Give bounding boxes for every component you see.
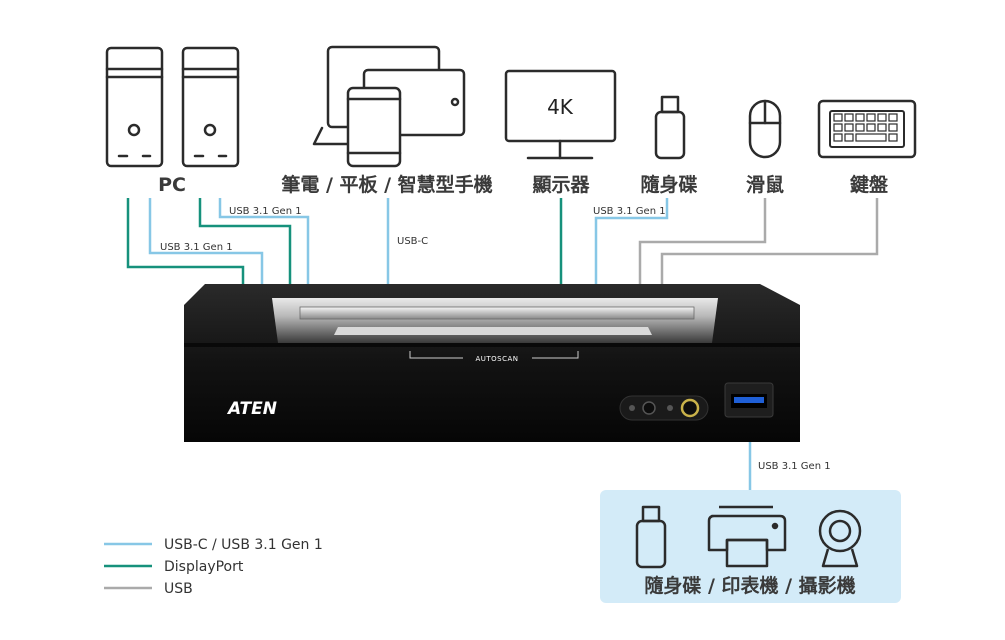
cable-mouse-usb — [638, 198, 767, 285]
device-label-flash: 隨身碟 — [640, 173, 697, 196]
autoscan-button[interactable]: AUTOSCAN — [409, 351, 579, 363]
autoscan-label: AUTOSCAN — [475, 355, 518, 363]
legend-label: USB — [164, 581, 193, 597]
usb-flash-drive-icon — [654, 95, 686, 160]
cable-pc1-usb — [148, 198, 264, 285]
printer-icon — [707, 505, 787, 568]
desktop-tower-icon — [181, 46, 240, 168]
cable-pc1-displayport — [126, 198, 245, 285]
device-label-keyboard: 鍵盤 — [850, 173, 889, 196]
audio-jacks[interactable] — [619, 395, 709, 421]
cable-label-pc1-usb: USB 3.1 Gen 1 — [160, 242, 233, 253]
monitor-screen-text: 4K — [547, 95, 574, 119]
smartphone-icon — [346, 86, 402, 168]
monitor-icon — [504, 69, 617, 160]
mouse-icon — [748, 99, 782, 159]
legend: USB-C / USB 3.1 Gen 1 DisplayPort USB — [104, 537, 323, 597]
keyboard-icon — [817, 99, 917, 159]
legend-item-displayport: DisplayPort — [104, 559, 244, 575]
legend-item-usb-c: USB-C / USB 3.1 Gen 1 — [104, 537, 323, 553]
keyboard-keys — [833, 113, 898, 142]
legend-item-usb: USB — [104, 581, 193, 597]
cable-lines — [126, 198, 879, 492]
kvm-switch-unit: AUTOSCAN ATEN — [184, 284, 800, 442]
legend-label: DisplayPort — [164, 559, 244, 575]
device-label-pc: PC — [158, 174, 186, 196]
cable-label-flash: USB 3.1 Gen 1 — [593, 206, 666, 217]
device-label-monitor: 顯示器 — [532, 174, 590, 196]
peripherals-label: 隨身碟 / 印表機 / 攝影機 — [644, 574, 855, 597]
cable-pc2-displayport — [198, 198, 292, 285]
usb-flash-drive-icon — [635, 505, 667, 569]
webcam-icon — [818, 509, 862, 568]
desktop-tower-icon — [105, 46, 164, 168]
brand-logo: ATEN — [226, 399, 277, 419]
peripherals-panel: 隨身碟 / 印表機 / 攝影機 — [600, 490, 901, 603]
device-label-mobile: 筆電 / 平板 / 智慧型手機 — [281, 173, 492, 196]
front-usb-port[interactable] — [724, 382, 774, 418]
legend-label: USB-C / USB 3.1 Gen 1 — [164, 537, 323, 553]
cable-label-pc2-usb: USB 3.1 Gen 1 — [229, 206, 302, 217]
cable-flash-usb — [594, 198, 669, 285]
cable-keyboard-usb — [660, 198, 879, 285]
device-label-mouse: 滑鼠 — [746, 173, 784, 196]
cable-label-mobile: USB-C — [397, 236, 428, 247]
cable-label-front: USB 3.1 Gen 1 — [758, 461, 831, 472]
cable-pc2-usb — [218, 198, 310, 285]
